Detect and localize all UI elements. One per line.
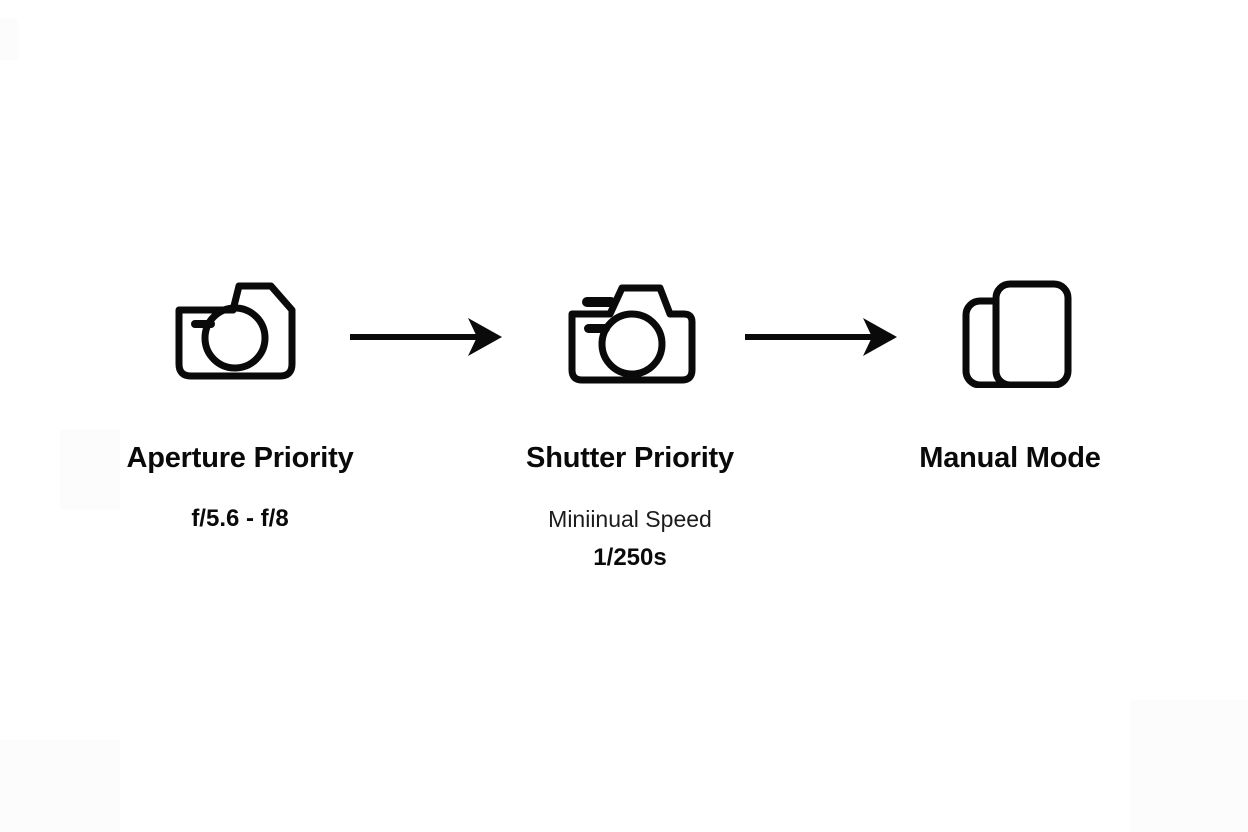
dslr-camera-icon xyxy=(558,272,698,392)
node-labels-manual-mode: Manual Mode xyxy=(840,438,1180,478)
node-value-shutter-speed: 1/250s xyxy=(593,544,667,571)
node-title-shutter-priority: Shutter Priority xyxy=(526,442,734,474)
camera-icon xyxy=(165,272,305,392)
node-labels-aperture-priority: Aperture Priority f/5.6 - f/8 xyxy=(70,438,410,536)
arrow-2-icon xyxy=(741,308,901,368)
layers-icon xyxy=(945,268,1085,388)
node-subtitle-aperture-priority: f/5.6 - f/8 xyxy=(191,505,289,532)
node-title-manual-mode: Manual Mode xyxy=(919,442,1101,474)
node-labels-shutter-priority: Shutter Priority Miniinual Speed 1/250s xyxy=(460,438,800,574)
node-subtitle-shutter-priority: Miniinual Speed xyxy=(548,506,712,532)
node-title-aperture-priority: Aperture Priority xyxy=(126,442,354,474)
arrow-1-icon xyxy=(346,308,506,368)
